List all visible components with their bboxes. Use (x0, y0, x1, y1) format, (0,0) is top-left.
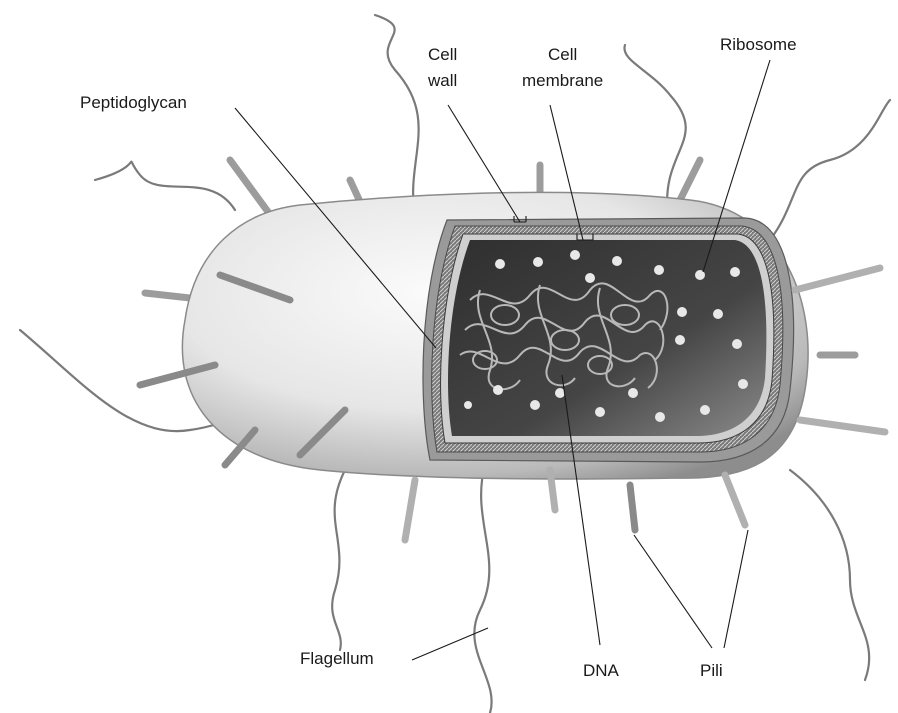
ribosome (533, 257, 543, 267)
ribosome (677, 307, 687, 317)
flagellum-bottom-left (332, 470, 345, 650)
label-flagellum: Flagellum (300, 648, 374, 670)
ribosome (713, 309, 723, 319)
ribosome (655, 412, 665, 422)
ribosome (595, 407, 605, 417)
ribosome (738, 379, 748, 389)
ribosome (730, 267, 740, 277)
ribosome (732, 339, 742, 349)
ribosome (495, 259, 505, 269)
ribosome (628, 388, 638, 398)
ribosome (585, 273, 595, 283)
ribosome (700, 405, 710, 415)
ribosome (675, 335, 685, 345)
ribosome (654, 265, 664, 275)
flagellum-top-left (95, 162, 235, 210)
ribosome (464, 401, 472, 409)
ribosome (530, 400, 540, 410)
ribosome (570, 250, 580, 260)
flagellum-bottom-center (474, 465, 491, 713)
label-peptidoglycan: Peptidoglycan (80, 92, 187, 114)
ribosome (612, 256, 622, 266)
label-cell-wall: Cell wall (428, 42, 457, 94)
flagellum-bottom-right (790, 470, 869, 680)
flagellum-top-right (624, 45, 685, 215)
flagellum-far-right (770, 100, 890, 240)
flagellum-top-center (375, 15, 419, 215)
leader-pili-left (634, 535, 712, 648)
label-pili: Pili (700, 660, 723, 682)
label-dna: DNA (583, 660, 619, 682)
label-ribosome: Ribosome (720, 34, 797, 56)
leader-pili-right (724, 530, 748, 648)
ribosome (493, 385, 503, 395)
label-cell-membrane: Cell membrane (522, 42, 603, 94)
leader-flagellum (412, 628, 488, 660)
